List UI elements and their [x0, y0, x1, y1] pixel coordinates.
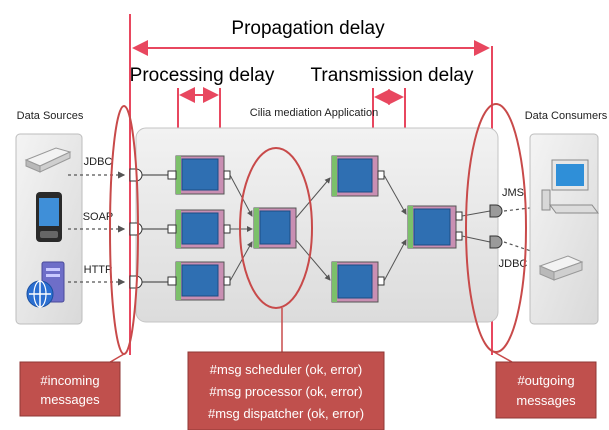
module-2	[167, 209, 231, 249]
processing-ellipse	[239, 147, 313, 309]
outgoing-messages-callout: #outgoing messages	[495, 361, 597, 419]
metric-dispatcher: #msg dispatcher (ok, error)	[208, 406, 364, 421]
metric-scheduler: #msg scheduler (ok, error)	[210, 362, 362, 377]
desktop-computer-icon	[541, 159, 599, 214]
transmission-delay-label: Transmission delay	[311, 65, 474, 86]
metric-processor: #msg processor (ok, error)	[209, 384, 362, 399]
data-sources-title: Data Sources	[17, 110, 84, 122]
protocol-jms-out: JMS	[502, 187, 524, 199]
disk-drive-icon	[538, 255, 584, 281]
app-title: Cilia mediation Application	[250, 107, 378, 119]
outgoing-line-2: messages	[516, 393, 576, 408]
propagation-delay-label: Propagation delay	[231, 18, 385, 39]
out-adapter-2	[489, 235, 503, 249]
module-6	[407, 205, 463, 249]
module-5	[331, 261, 385, 303]
data-consumers-title: Data Consumers	[525, 110, 608, 122]
protocol-jdbc-out: JDBC	[499, 258, 528, 270]
server-globe-icon	[26, 261, 65, 308]
outgoing-ellipse	[465, 103, 527, 353]
module-1	[167, 155, 231, 195]
outgoing-line-1: #outgoing	[517, 373, 574, 388]
incoming-messages-callout: #incoming messages	[19, 361, 121, 417]
protocol-jdbc-in: JDBC	[84, 156, 113, 168]
protocol-soap-in: SOAP	[83, 211, 114, 223]
metrics-callout: #msg scheduler (ok, error) #msg processo…	[187, 351, 385, 430]
incoming-line-2: messages	[40, 392, 100, 407]
protocol-http-in: HTTP	[84, 264, 113, 276]
module-4	[331, 155, 385, 197]
pda-icon	[36, 192, 62, 242]
incoming-line-1: #incoming	[40, 373, 99, 388]
module-center	[253, 207, 297, 249]
processing-delay-label: Processing delay	[130, 65, 275, 86]
in-adapter-2	[129, 222, 143, 236]
module-3	[167, 261, 231, 301]
out-adapter-1	[489, 204, 503, 218]
hard-drive-icon	[24, 147, 72, 173]
outgoing-callout-pointer	[493, 351, 513, 363]
